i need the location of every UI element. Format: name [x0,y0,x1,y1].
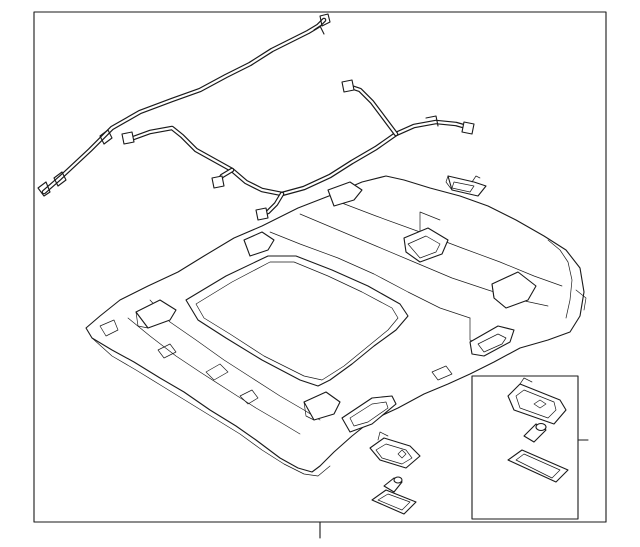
wire-harness-rear[interactable] [121,79,475,221]
inset-lens[interactable] [507,449,569,483]
inset-box [471,375,589,520]
headliner[interactable] [85,175,587,477]
inset-lamp-housing[interactable] [507,377,567,425]
diagram-frame [33,11,607,539]
upper-lamp[interactable] [445,175,487,197]
map-lamp[interactable] [369,431,421,469]
lens[interactable] [371,489,417,515]
inset-bulb[interactable] [523,422,547,443]
wire-harness-front[interactable] [37,13,331,197]
bulb[interactable] [383,476,403,493]
